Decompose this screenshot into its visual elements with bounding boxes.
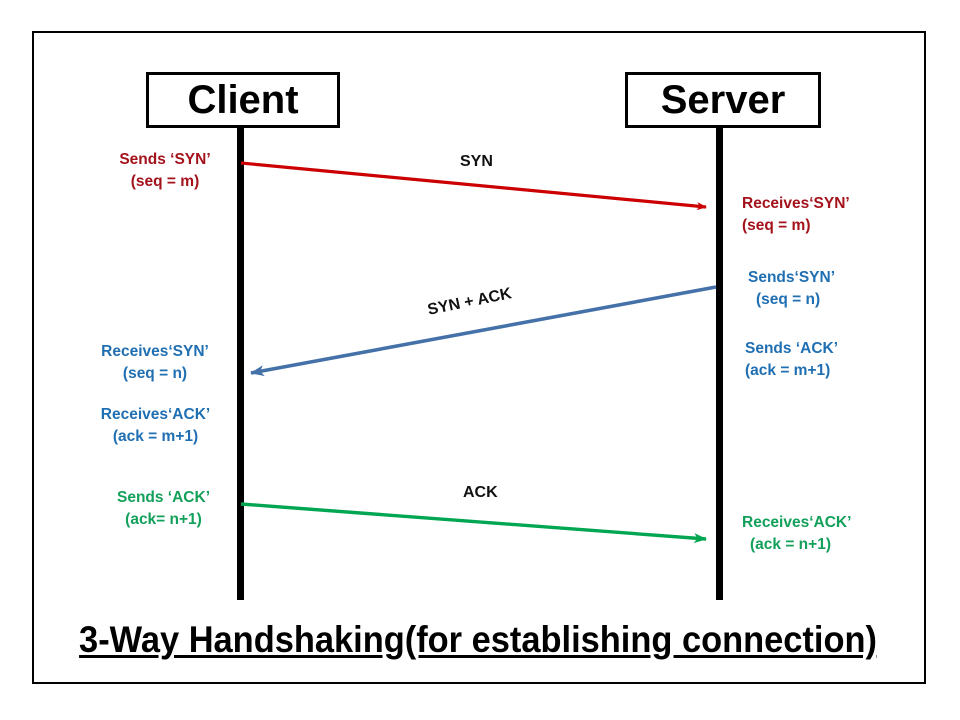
node-client: Client: [146, 72, 340, 128]
client-lifeline: [237, 126, 244, 600]
node-server: Server: [625, 72, 821, 128]
note-client-receives-syn: Receives‘SYN’ (seq = n): [80, 341, 230, 385]
diagram-title: 3-Way Handshaking(for establishing conne…: [79, 619, 877, 660]
note-client-receives-ack-line1: Receives‘ACK’: [100, 406, 211, 423]
note-client-sends-syn-line1: Sends ‘SYN’: [119, 151, 211, 168]
node-server-label: Server: [660, 77, 786, 122]
note-server-receives-syn-line1: Receives‘SYN’: [742, 195, 850, 212]
note-client-sends-ack-line1: Sends ‘ACK’: [116, 489, 210, 506]
node-client-label: Client: [187, 77, 299, 122]
caption-syn: SYN: [460, 153, 493, 170]
note-server-sends-ack: Sends ‘ACK’ (ack = m+1): [745, 338, 895, 382]
note-client-sends-syn-line2: (seq = m): [130, 173, 200, 190]
note-client-receives-ack: Receives‘ACK’ (ack = m+1): [78, 404, 233, 448]
note-client-sends-ack-line2: (ack= n+1): [125, 511, 202, 528]
note-server-sends-syn-line2: (seq = n): [756, 291, 821, 308]
note-server-receives-ack-line2: (ack = n+1): [750, 536, 831, 553]
note-server-sends-syn: Sends‘SYN’ (seq = n): [748, 267, 888, 311]
note-client-receives-syn-line1: Receives‘SYN’: [101, 343, 209, 360]
note-server-receives-syn: Receives‘SYN’ (seq = m): [742, 193, 892, 237]
note-server-sends-ack-line1: Sends ‘ACK’: [745, 340, 839, 357]
note-client-receives-ack-line2: (ack = m+1): [112, 428, 199, 445]
note-server-sends-syn-line1: Sends‘SYN’: [748, 269, 835, 286]
caption-ack: ACK: [463, 484, 498, 501]
note-server-receives-ack: Receives‘ACK’ (ack = n+1): [742, 512, 892, 556]
note-server-receives-ack-line1: Receives‘ACK’: [742, 514, 852, 531]
note-server-receives-syn-line2: (seq = m): [742, 217, 811, 234]
note-server-sends-ack-line2: (ack = m+1): [745, 362, 831, 379]
note-client-sends-syn: Sends ‘SYN’ (seq = m): [100, 149, 230, 193]
note-client-receives-syn-line2: (seq = n): [122, 365, 188, 382]
note-client-sends-ack: Sends ‘ACK’ (ack= n+1): [96, 487, 231, 531]
server-lifeline: [716, 126, 723, 600]
